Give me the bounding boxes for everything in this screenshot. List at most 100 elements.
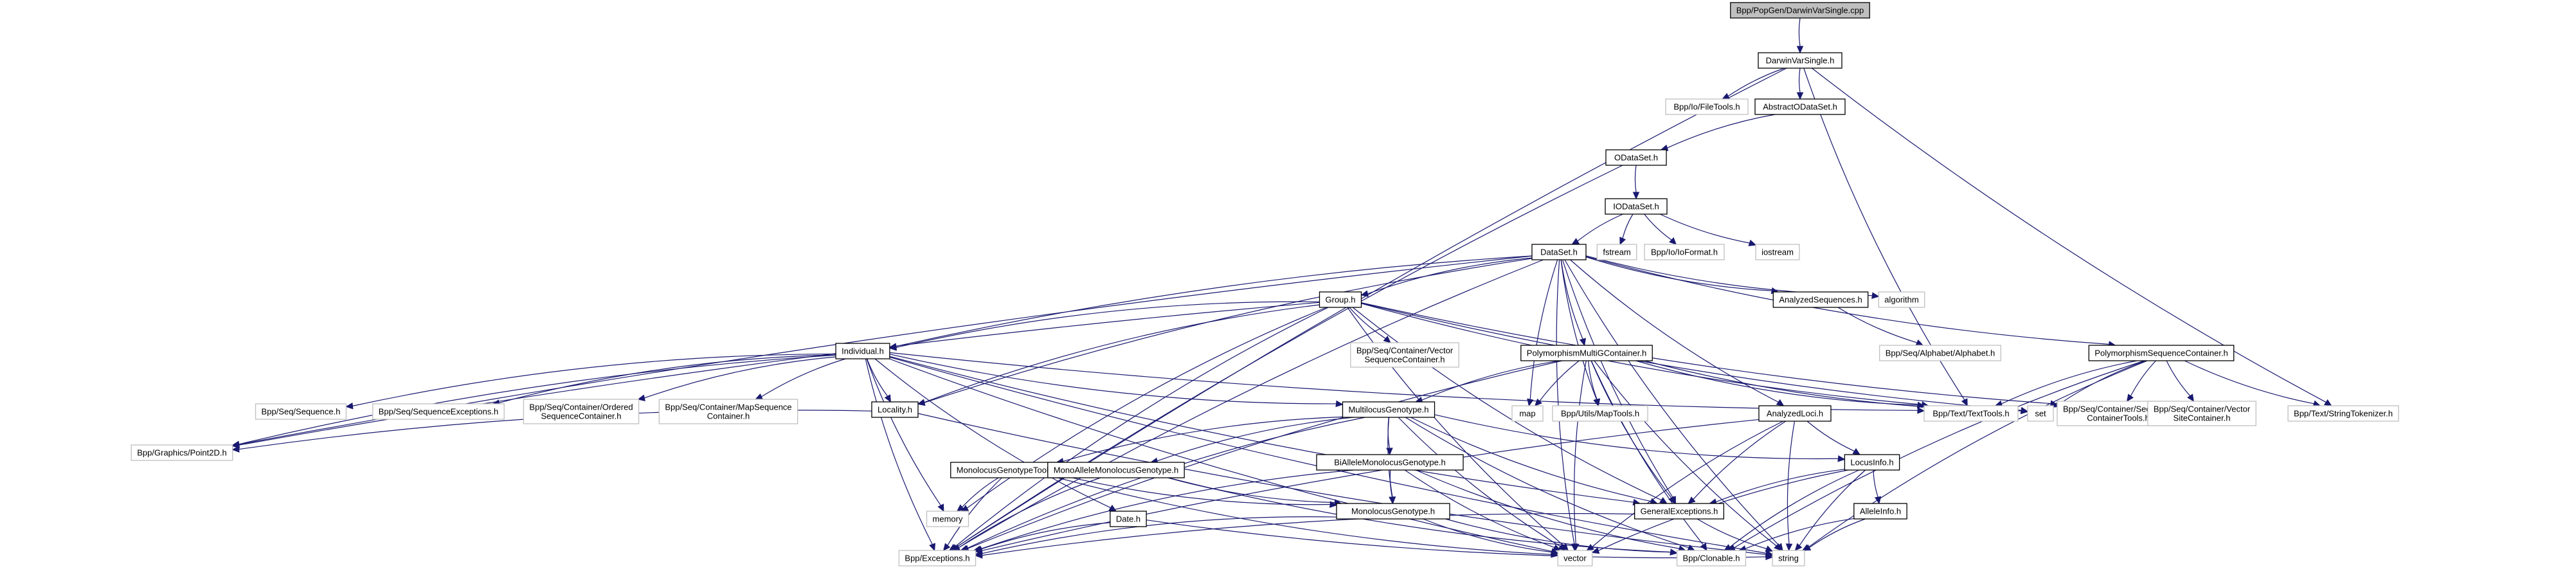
node-label: ContainerTools.h [2087,413,2150,423]
edge-iodataset-to-fstream [1619,213,1634,246]
node-darwinvarsingle[interactable]: DarwinVarSingle.h [1758,52,1842,69]
node-map: map [1511,405,1544,422]
node-abstractodataset[interactable]: AbstractODataSet.h [1754,98,1846,115]
edge-line [1588,360,1598,400]
node-locusinfo[interactable]: LocusInfo.h [1844,454,1900,471]
edge-line [1065,475,1331,505]
node-iostream: iostream [1755,244,1800,260]
node-root[interactable]: Bpp/PopGen/DarwinVarSingle.cpp [1730,2,1870,19]
edge-line [1445,518,1671,553]
node-analyzedloci[interactable]: AnalyzedLoci.h [1758,405,1832,422]
edge-line [889,358,1552,552]
edge-monoallele-to-exceptions [952,477,1101,551]
arrowhead-icon [1700,543,1707,552]
edge-line [1622,213,1634,239]
node-label: map [1519,409,1535,419]
node-box [1531,244,1587,260]
node-biallele[interactable]: BiAlleleMonolocusGenotype.h [1316,454,1464,471]
edge-line [1734,360,2145,548]
edge-line [1146,520,1767,559]
edge-individual-to-orderedseq [637,356,836,401]
node-date[interactable]: Date.h [1110,511,1147,527]
edge-individual-to-multilocus [889,354,1344,408]
node-label: Bpp/Io/FileTools.h [1673,102,1740,112]
node-analyzedsequences[interactable]: AnalyzedSequences.h [1772,291,1869,308]
node-alleleinfo[interactable]: AlleleInfo.h [1853,503,1907,520]
edge-line [867,358,888,397]
node-label: AnalyzedLoci.h [1767,409,1823,419]
edge-line [865,358,933,545]
edge-line [1423,518,1552,553]
edge-polymultig-to-map [1534,360,1580,406]
node-box [131,444,233,461]
edge-dataset-to-locality [917,258,1533,406]
node-box [1634,503,1724,520]
node-generalexceptions[interactable]: GeneralExceptions.h [1634,503,1724,520]
edge-line [1715,469,1845,503]
arrowhead-icon [1668,496,1675,505]
arrowhead-icon [1785,543,1793,552]
edge-line [1539,360,1580,402]
node-alphabet: Bpp/Seq/Alphabet/Alphabet.h [1879,345,2001,361]
arrowhead-icon [1874,496,1882,505]
edge-locusinfo-to-vector [1591,469,1848,554]
node-dataset[interactable]: DataSet.h [1531,244,1587,260]
arrowhead-icon [1917,407,1925,414]
edge-line [1398,417,1561,547]
arrowhead-icon [2020,407,2029,415]
node-individual[interactable]: Individual.h [835,343,890,359]
node-monolocus[interactable]: MonolocusGenotype.h [1336,503,1450,520]
edge-line [1349,307,1386,339]
edge-line [644,356,836,399]
edge-line [1809,518,1866,548]
edge-individual-to-locality [867,358,891,403]
node-locality[interactable]: Locality.h [871,401,919,418]
node-iodataset[interactable]: IODataSet.h [1605,198,1668,215]
edge-polyseq-to-stringtokenizer [2184,360,2321,407]
node-multilocus[interactable]: MultilocusGenotype.h [1342,401,1436,418]
arrowhead-icon [1803,544,1812,551]
node-box [2088,345,2235,361]
edge-line [1564,259,1779,546]
node-box [1319,291,1362,308]
edge-line [498,354,836,404]
arrowhead-icon [1550,548,1559,556]
node-polyseq[interactable]: PolymorphismSequenceContainer.h [2088,345,2235,361]
edge-dataset-to-exceptions [952,259,1544,551]
arrowhead-icon [1335,400,1344,408]
edge-line [896,301,1320,349]
edge-multilocus-to-vector [1398,417,1566,551]
node-maptools: Bpp/Utils/MapTools.h [1552,405,1648,422]
edge-line [1058,477,1552,555]
node-group[interactable]: Group.h [1319,291,1362,308]
arrowhead-icon [755,393,763,400]
node-box [523,399,640,424]
arrowhead-icon [1852,448,1861,455]
edge-alleleinfo-to-string [1803,518,1866,551]
edge-line [1808,360,2148,548]
node-box [1605,198,1668,215]
edge-monolocus-to-vector [1423,518,1559,556]
edge-line [982,516,1337,554]
node-monolocustools[interactable]: MonolocusGenotypeTools.h [950,462,1066,478]
edge-line [352,353,836,406]
edge-line [1812,68,2327,403]
edge-monolocustools-to-memory [956,477,999,512]
edge-line [1404,469,1555,548]
edge-polymultig-to-string [1594,360,1782,551]
node-label: Group.h [1326,295,1356,305]
node-label: memory [933,514,963,524]
edge-line [1837,307,1918,343]
edge-line [956,165,1623,548]
node-box [1316,454,1464,471]
node-polymultig[interactable]: PolymorphismMultiGContainer.h [1520,345,1653,361]
edge-polyseq-to-vectorsitecontainer [2166,360,2194,403]
node-box [1772,291,1869,308]
edge-line [1598,469,1848,551]
node-clonable: Bpp/Clonable.h [1676,550,1747,566]
node-box [926,511,969,527]
node-monoallele[interactable]: MonoAlleleMonolocusGenotype.h [1047,462,1185,478]
edge-line [2166,360,2191,397]
node-odataset[interactable]: ODataSet.h [1605,149,1667,166]
arrowhead-icon [1659,496,1668,504]
